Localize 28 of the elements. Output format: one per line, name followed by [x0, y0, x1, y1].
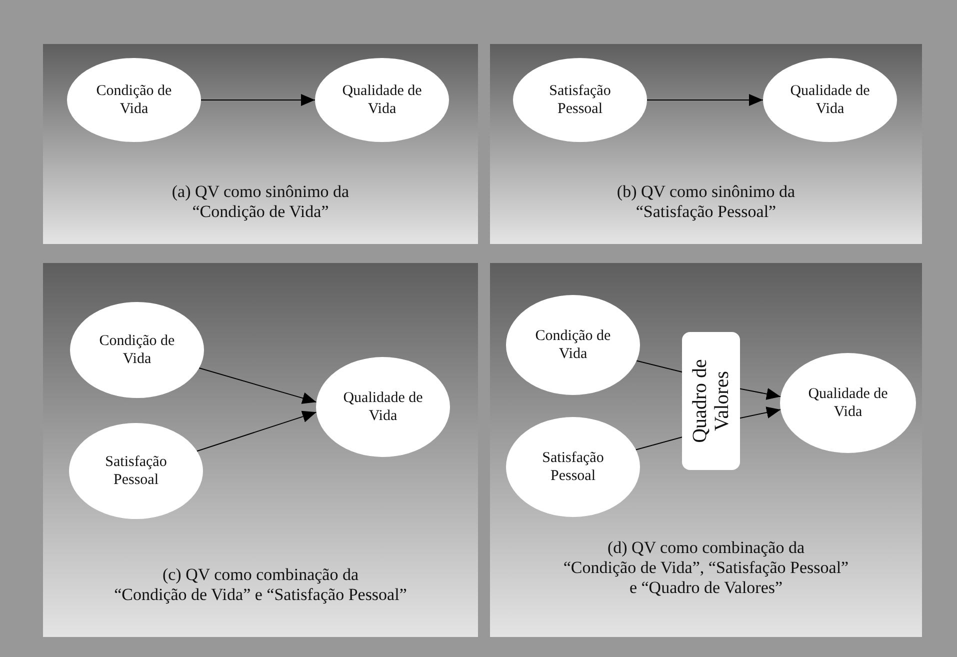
panel-background: [43, 263, 478, 637]
arrow: [646, 94, 764, 106]
arrow: [740, 388, 782, 400]
connector-line: [635, 436, 682, 450]
ellipse-label: Condição de Vida: [96, 82, 172, 118]
rounded-box: [682, 332, 740, 470]
ellipse-label: Qualidade de Vida: [808, 385, 888, 421]
arrow: [196, 410, 317, 452]
connector-line: [636, 360, 682, 372]
box-label: Quadro de Valores: [689, 359, 733, 443]
panel-background: [490, 263, 922, 637]
ellipse-label: Satisfação Pessoal: [549, 82, 611, 118]
ellipse-label: Condição de Vida: [535, 327, 611, 363]
arrow: [200, 94, 316, 106]
panel-caption: (a) QV como sinônimo da “Condição de Vida”: [172, 182, 350, 221]
arrow: [740, 406, 782, 419]
panel-caption: (d) QV como combinação da “Condição de Vida”, “Satisfação Pessoal” e “Quadro de Valores”: [563, 538, 849, 597]
panel-background: [490, 44, 922, 244]
ellipse-label: Satisfação Pessoal: [105, 453, 167, 489]
panel-caption: (b) QV como sinônimo da “Satisfação Pessoal”: [616, 182, 796, 221]
panel-caption: (c) QV como combinação da “Condição de Vida” e “Satisfação Pessoal”: [114, 565, 407, 604]
ellipse-label: Condição de Vida: [99, 332, 175, 368]
panel-background: [43, 44, 478, 244]
arrow: [198, 368, 317, 404]
ellipse-label: Satisfação Pessoal: [542, 449, 604, 485]
ellipse-label: Qualidade de Vida: [790, 82, 870, 118]
ellipse-label: Qualidade de Vida: [342, 82, 422, 118]
ellipse-label: Qualidade de Vida: [343, 389, 423, 425]
